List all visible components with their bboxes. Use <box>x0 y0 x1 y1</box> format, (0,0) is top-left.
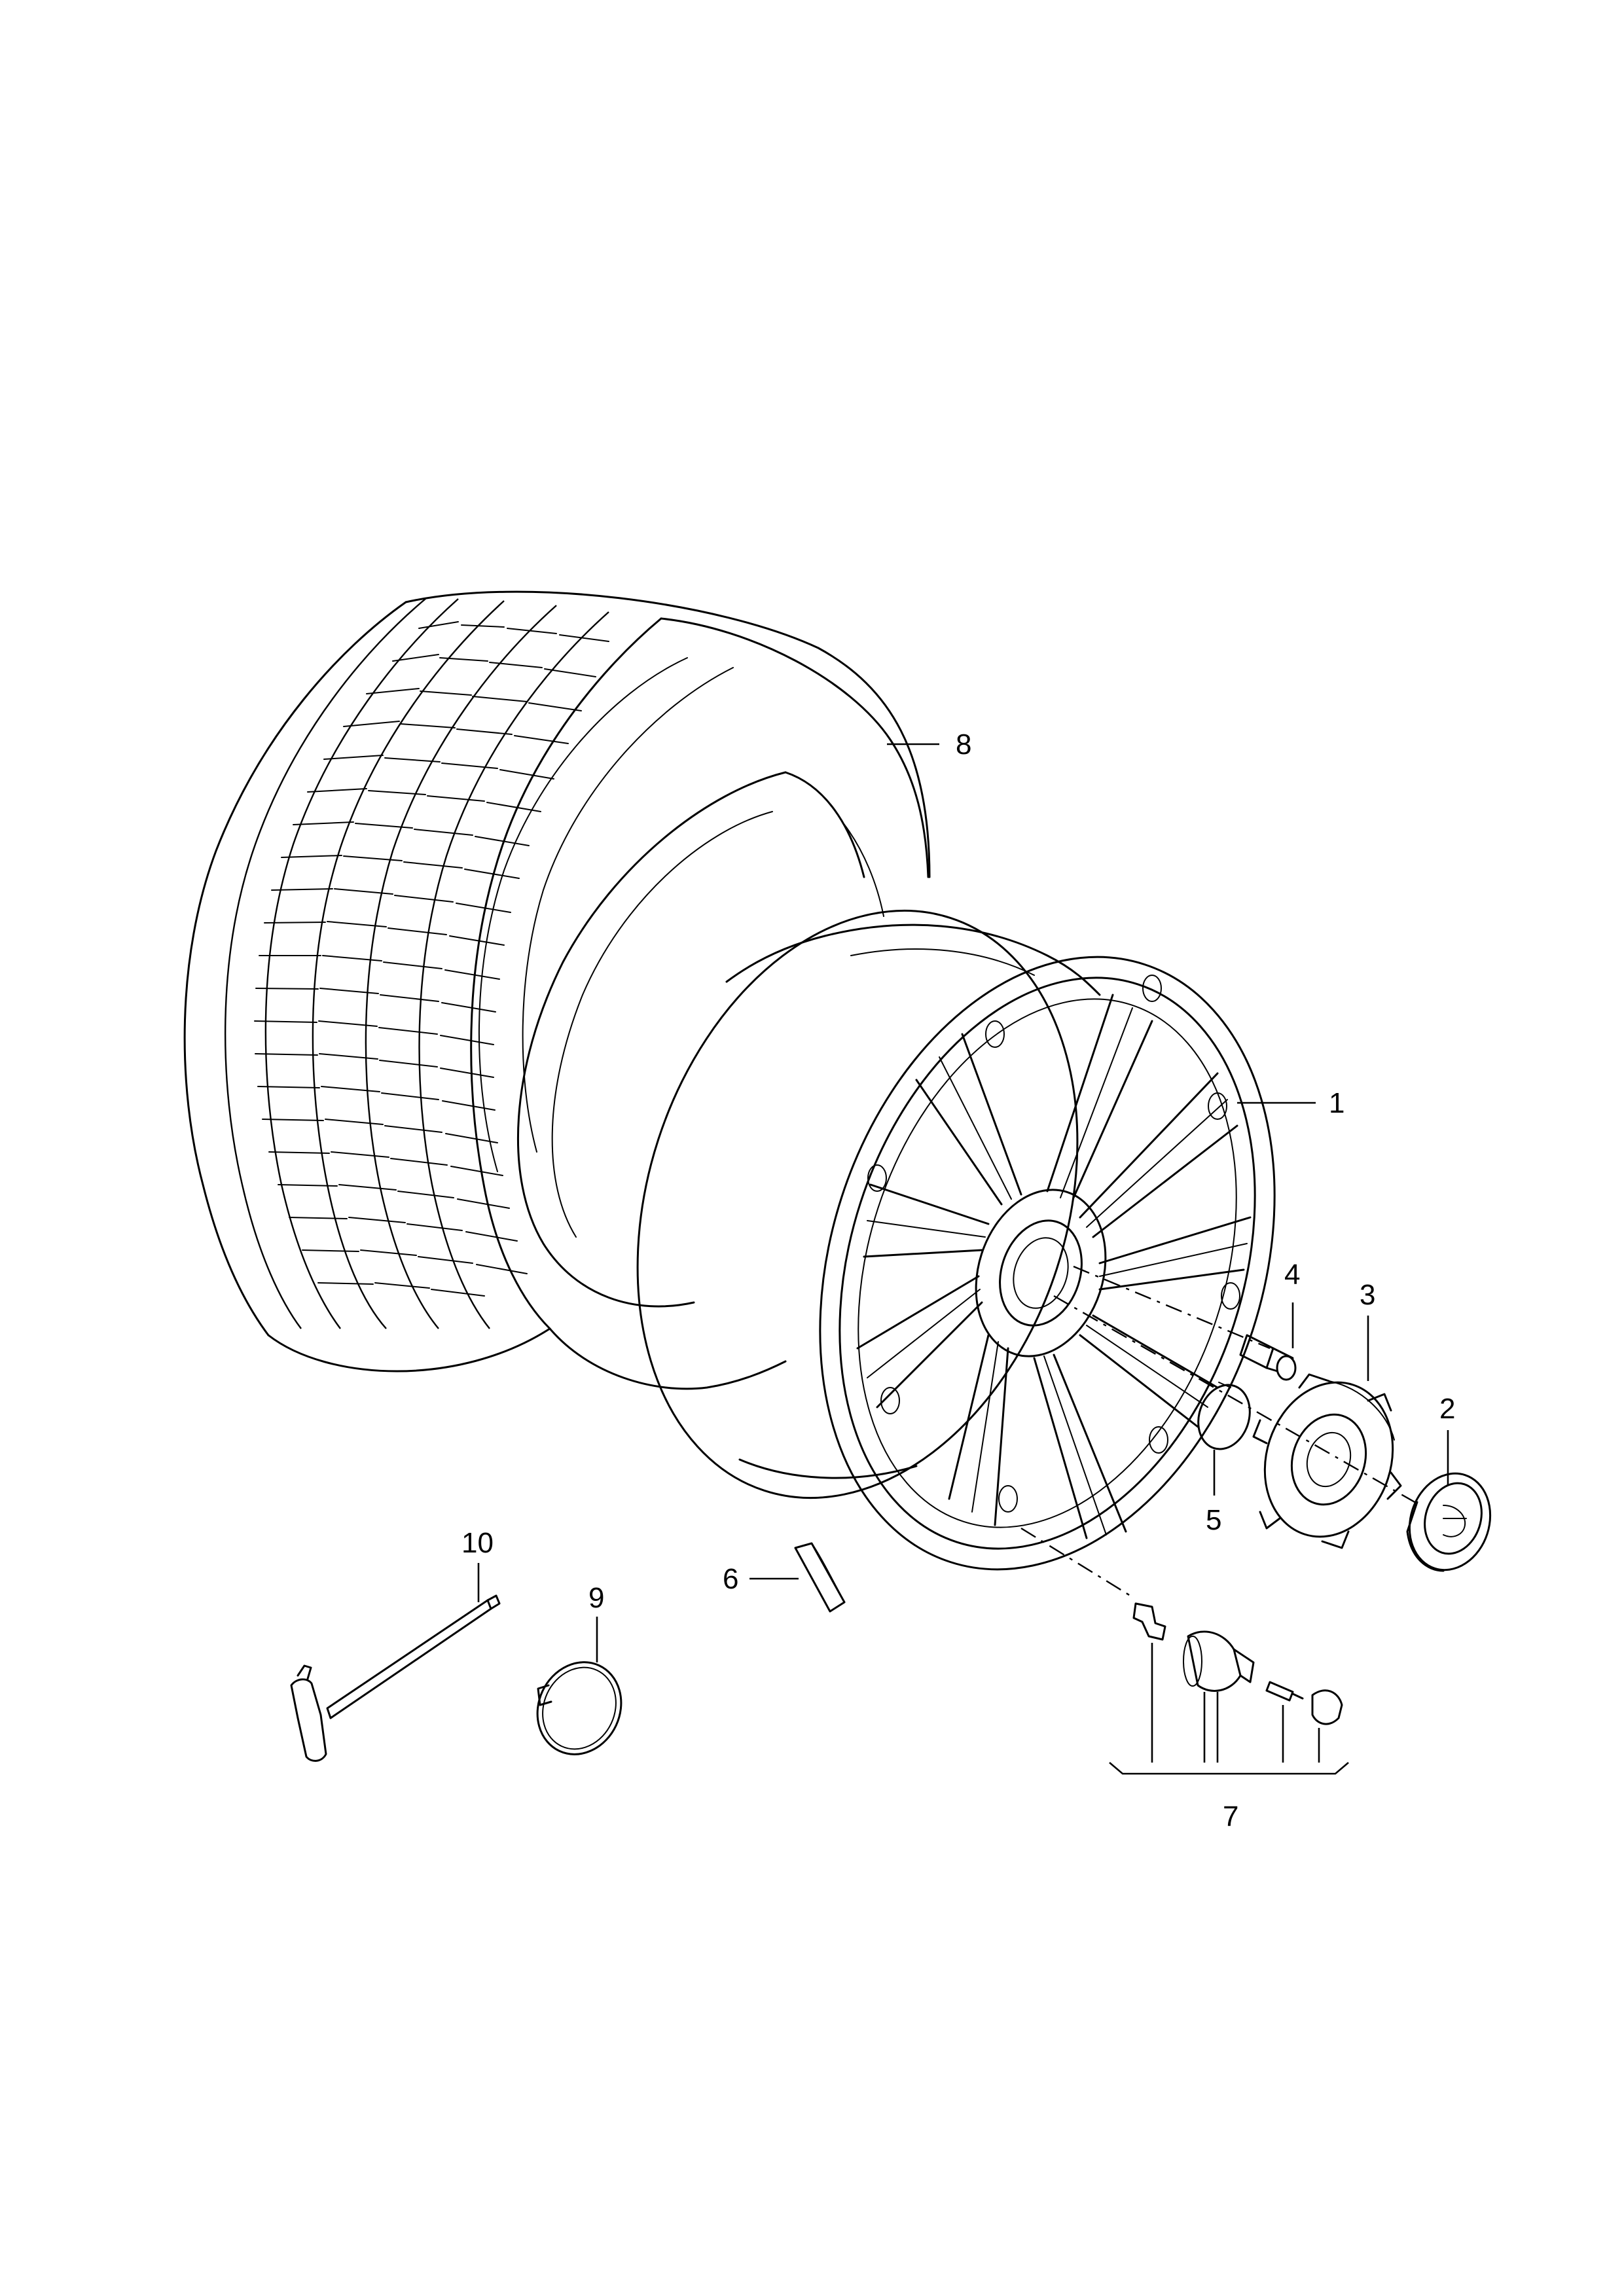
sensor-screw <box>1132 1602 1166 1641</box>
centre-cap <box>1406 1472 1492 1572</box>
callout-6: 6 <box>723 1563 738 1595</box>
callout-9: 9 <box>588 1582 604 1614</box>
mounting-disc <box>536 1661 623 1755</box>
axis-line-centre <box>1053 1295 1421 1507</box>
t-handle-key <box>290 1594 501 1762</box>
axis-line-bolt <box>1073 1265 1271 1350</box>
rim-spokes <box>856 994 1252 1539</box>
kit-bracket <box>1109 1643 1349 1775</box>
wheel-bolt <box>1239 1334 1297 1381</box>
tread-pattern <box>254 621 609 1297</box>
callout-2: 2 <box>1439 1393 1455 1425</box>
valve-insert <box>1265 1681 1304 1702</box>
tyre-pressure-sensor-kit <box>1132 1602 1343 1725</box>
axis-line-valve <box>1020 1527 1133 1598</box>
callout-3: 3 <box>1360 1279 1375 1311</box>
wheel-rim <box>636 909 1276 1571</box>
hub-cover-carrier <box>1252 1373 1402 1549</box>
callout-10: 10 <box>461 1527 494 1559</box>
callout-7: 7 <box>1223 1801 1238 1833</box>
rim-hub <box>975 1189 1107 1357</box>
callout-1: 1 <box>1329 1087 1344 1119</box>
valve-cap <box>1311 1689 1343 1725</box>
tyre <box>183 590 931 1390</box>
key-handle <box>290 1678 327 1762</box>
callout-4: 4 <box>1284 1259 1300 1291</box>
retaining-ring <box>1197 1382 1251 1450</box>
rim-outer-edge <box>819 956 1276 1571</box>
callout-8: 8 <box>956 728 971 761</box>
sensor-body <box>1187 1630 1242 1692</box>
callout-5: 5 <box>1206 1504 1221 1536</box>
balance-weight <box>794 1542 846 1613</box>
key-shaft <box>326 1599 492 1719</box>
